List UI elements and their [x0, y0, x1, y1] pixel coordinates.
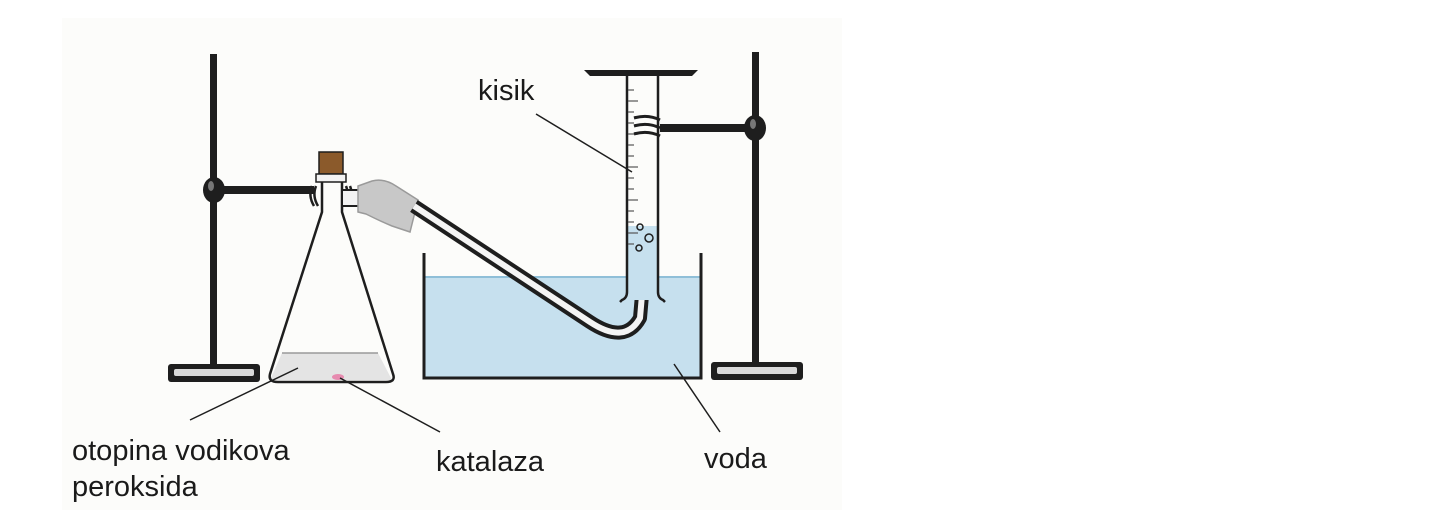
erlenmeyer-flask: [268, 151, 395, 384]
flask-clamp-jaws: [309, 185, 353, 207]
left-retort-stand: [168, 54, 314, 382]
label-water: voda: [704, 443, 767, 475]
measuring-cylinder: [584, 70, 698, 303]
left-stand-base-highlight: [174, 369, 254, 376]
delivery-tube: [410, 200, 651, 340]
oxygen-bubble: [635, 244, 643, 252]
label-oxygen: kisik: [478, 75, 535, 107]
label-solution-line1: otopina vodikova: [72, 435, 290, 467]
cylinder-top-flange: [584, 70, 698, 76]
cylinder-graduations: [628, 89, 638, 245]
left-stand-rod: [210, 54, 217, 368]
right-boss-head: [744, 115, 766, 141]
leader-katalaza: [339, 377, 441, 433]
trough-walls: [422, 253, 703, 380]
left-boss-highlight: [208, 181, 214, 191]
rubber-tube: [357, 179, 419, 233]
flask-outline: [268, 178, 395, 384]
leader-voda: [673, 363, 721, 433]
water-trough: [422, 253, 703, 380]
leader-otopina: [189, 367, 299, 421]
flask-solution: [270, 353, 392, 380]
flask-neck-collar: [315, 173, 347, 183]
label-catalyst: katalaza: [436, 446, 545, 478]
leader-kisik: [535, 113, 633, 173]
left-clamp-arm: [220, 186, 314, 194]
cork-stopper: [318, 151, 344, 175]
diagram-background: [62, 18, 842, 510]
leader-lines: [189, 113, 721, 433]
cylinder-outline: [619, 76, 666, 303]
right-retort-stand: [660, 52, 803, 380]
right-boss-highlight: [750, 119, 756, 129]
oxygen-bubble: [636, 223, 644, 231]
oxygen-bubble: [644, 233, 654, 243]
water: [424, 277, 701, 378]
right-stand-rod: [752, 52, 759, 366]
label-solution-line2: peroksida: [72, 471, 198, 503]
right-stand-base-highlight: [717, 367, 797, 374]
right-clamp-arm: [660, 124, 752, 132]
delivery-tube-inner: [412, 203, 647, 336]
cylinder-clamp-jaws: [633, 114, 661, 138]
